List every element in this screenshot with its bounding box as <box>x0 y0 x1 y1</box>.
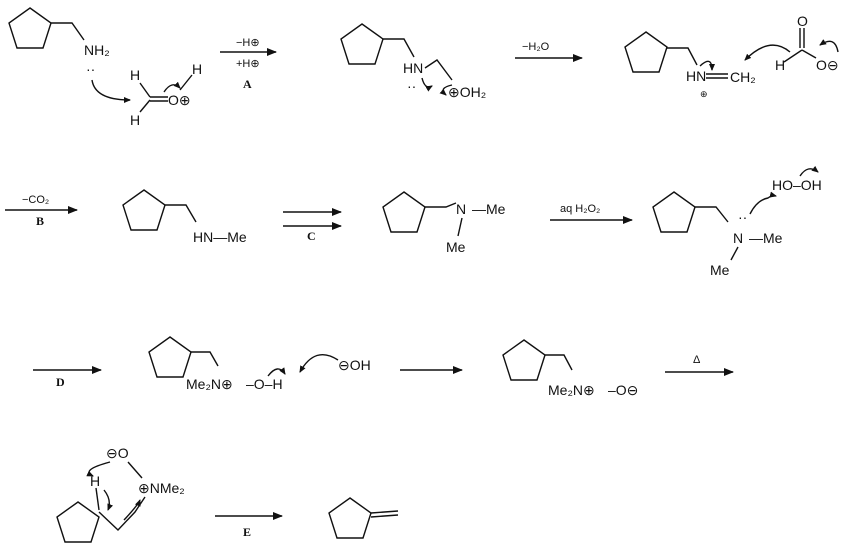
o-h-label: –O–H <box>246 376 283 392</box>
step-label-a: A <box>243 77 252 91</box>
hn-me-label: HN—Me <box>193 229 247 245</box>
step-c-arrows: C <box>283 208 342 243</box>
h-atom: H <box>192 61 202 77</box>
o-label: O <box>797 13 808 29</box>
n-oxide-label: –O⊖ <box>608 382 638 398</box>
reagent-label: aq H₂O₂ <box>560 203 600 215</box>
amine-peroxide-attack: ·· N —Me Me HO–OH <box>652 165 822 278</box>
me-label: —Me <box>749 230 783 246</box>
hn-label: HN <box>403 60 423 76</box>
cyclopentane-ring <box>8 7 52 49</box>
cope-transition-state: H ⊖O ⊕NMe₂ <box>56 445 185 543</box>
n-plus-me2-label: ⊕NMe₂ <box>138 480 185 496</box>
hydroxide-label: ⊖OH <box>338 357 371 373</box>
lone-pair: ·· <box>407 78 416 94</box>
o-minus-label: ⊖O <box>106 445 129 461</box>
step-e-arrow: E <box>215 512 283 539</box>
hemiaminal-intermediate: HN ·· ⊕OH₂ <box>340 23 486 100</box>
me-label: —Me <box>472 201 506 217</box>
lone-pair: ·· <box>738 209 747 225</box>
step-a-arrow: −H⊕ +H⊕ A <box>220 37 277 91</box>
me-label: Me <box>710 262 730 278</box>
me2n-plus-label: Me₂N⊕ <box>548 382 595 398</box>
secondary-amine: HN—Me <box>122 189 247 245</box>
step-label-e: E <box>243 525 251 539</box>
n-label: N <box>733 230 743 246</box>
step-d-arrow: D <box>33 366 102 389</box>
iminium-intermediate: HN ⊕ CH₂ H O O⊖ <box>624 13 839 99</box>
hydrogen-peroxide-label: HO–OH <box>772 177 822 193</box>
h-atom: H <box>130 112 140 128</box>
oh2-plus-label: ⊕OH₂ <box>448 84 486 100</box>
ch2-label: CH₂ <box>730 69 756 85</box>
nh2-label: NH₂ <box>84 42 110 58</box>
step-label-b: B <box>36 214 44 228</box>
plus-charge: ⊕ <box>700 89 708 99</box>
reagent-label: −H⊕ <box>236 37 260 49</box>
hn-label: HN <box>686 68 706 84</box>
oxidation-arrow: aq H₂O₂ <box>550 203 633 224</box>
decarboxylation-arrow: −CO₂ B <box>5 194 78 228</box>
heat-arrow: Δ <box>665 354 734 376</box>
amine-n-oxide: Me₂N⊕ –O⊖ <box>502 339 638 398</box>
reagent-label: −CO₂ <box>22 194 49 206</box>
h-atom: H <box>775 57 785 73</box>
me-label: Me <box>446 239 466 255</box>
methylenecyclopentane-product <box>328 497 399 539</box>
heat-label: Δ <box>693 354 701 366</box>
lone-pair: ·· <box>86 61 95 77</box>
h-atom: H <box>130 67 140 83</box>
n-label: N <box>456 201 466 217</box>
protonated-n-oxide: Me₂N⊕ –O–H ⊖OH <box>148 336 371 392</box>
dehydration-arrow: −H₂O <box>515 41 583 62</box>
amine-reactant: NH₂ ·· <box>8 7 131 103</box>
formate-o-minus: O⊖ <box>816 57 839 73</box>
protonated-formaldehyde: H H O⊕ H <box>130 61 202 128</box>
reagent-label: +H⊕ <box>236 58 260 70</box>
me2n-plus-label: Me₂N⊕ <box>186 376 233 392</box>
o-plus-label: O⊕ <box>168 92 191 108</box>
step-label-d: D <box>56 375 65 389</box>
tertiary-amine: N —Me Me <box>382 191 506 255</box>
h-atom: H <box>90 473 100 489</box>
curved-arrow <box>91 79 131 103</box>
reagent-label: −H₂O <box>522 41 550 53</box>
step-label-c: C <box>307 229 316 243</box>
